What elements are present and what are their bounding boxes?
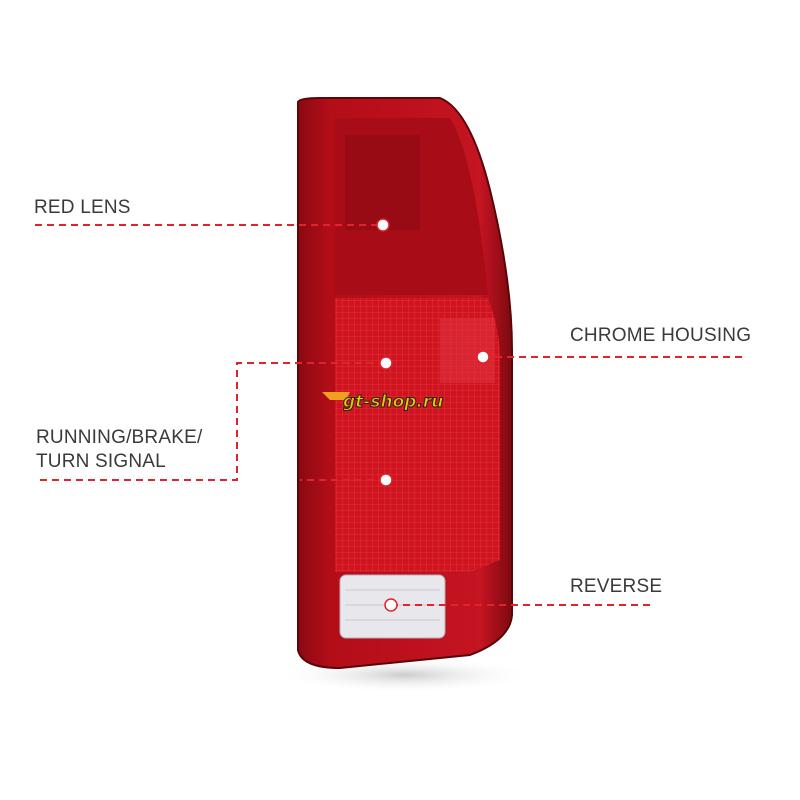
chrome-housing-marker [476,350,490,364]
turn-signal-marker [379,473,393,487]
reverse-label: REVERSE [570,576,663,597]
turn-signal-label: TURN SIGNAL [36,451,166,472]
running-brake-label: RUNNING/BRAKE/ [36,427,203,448]
running-marker [379,356,393,370]
reverse-marker [384,598,398,612]
red-lens-label: RED LENS [34,197,131,218]
svg-text:gt-shop.ru: gt-shop.ru [343,392,443,412]
chrome-housing-label: CHROME HOUSING [570,325,752,346]
callout-lines [35,224,745,606]
watermark-logo: gt-shop.ru [322,392,444,413]
red-lens-marker [376,218,390,232]
